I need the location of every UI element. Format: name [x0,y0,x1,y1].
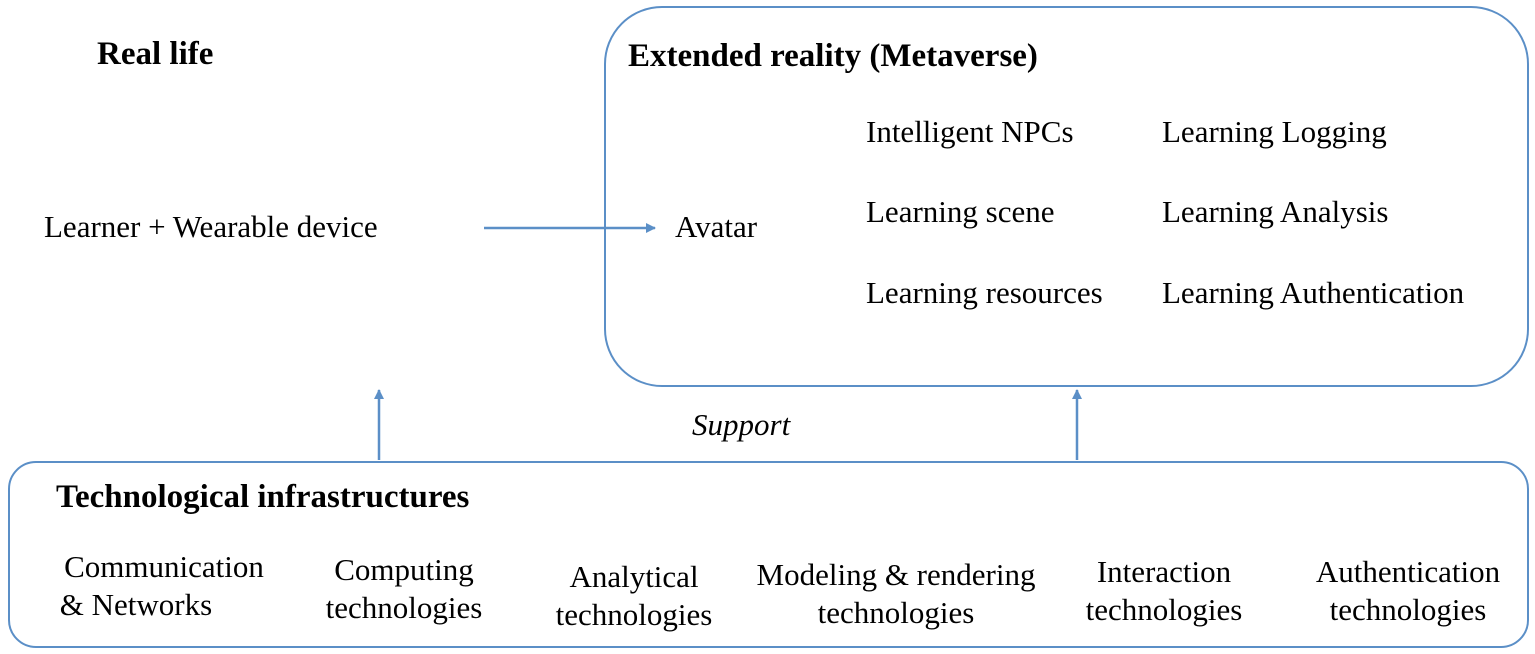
tech-line-1: Authentication [1315,554,1501,589]
item-learning-logging: Learning Logging [1162,114,1387,149]
tech-modeling-rendering: Modeling & rendering technologies [743,556,1049,632]
tech-line-1: Computing [334,552,474,587]
tech-communication-networks: Communication & Networks [54,548,274,624]
item-learning-resources: Learning resources [866,275,1103,310]
tech-line-2: & Networks [59,587,213,622]
tech-line-1: Communication [64,549,264,584]
tech-line-2: technologies [817,595,975,630]
tech-line-1: Modeling & rendering [756,557,1036,592]
metaverse-title: Extended reality (Metaverse) [628,38,1038,74]
tech-line-2: technologies [325,590,483,625]
tech-computing: Computing technologies [314,551,494,627]
avatar-label: Avatar [675,209,758,244]
item-learning-scene: Learning scene [866,194,1055,229]
item-intelligent-npcs: Intelligent NPCs [866,114,1074,149]
tech-line-2: technologies [555,597,713,632]
item-learning-authentication: Learning Authentication [1162,275,1465,310]
tech-line-1: Interaction [1096,554,1232,589]
tech-line-2: technologies [1329,592,1487,627]
tech-line-2: technologies [1085,592,1243,627]
tech-authentication: Authentication technologies [1304,553,1512,629]
support-label: Support [692,407,791,442]
item-learning-analysis: Learning Analysis [1162,194,1389,229]
real-life-title: Real life [97,36,214,72]
tech-analytical: Analytical technologies [544,558,724,634]
tech-line-1: Analytical [569,559,699,594]
infrastructure-box [8,461,1529,648]
infrastructure-title: Technological infrastructures [56,479,470,515]
learner-wearable-label: Learner + Wearable device [44,209,378,244]
metaverse-box [604,6,1529,387]
tech-interaction: Interaction technologies [1074,553,1254,629]
